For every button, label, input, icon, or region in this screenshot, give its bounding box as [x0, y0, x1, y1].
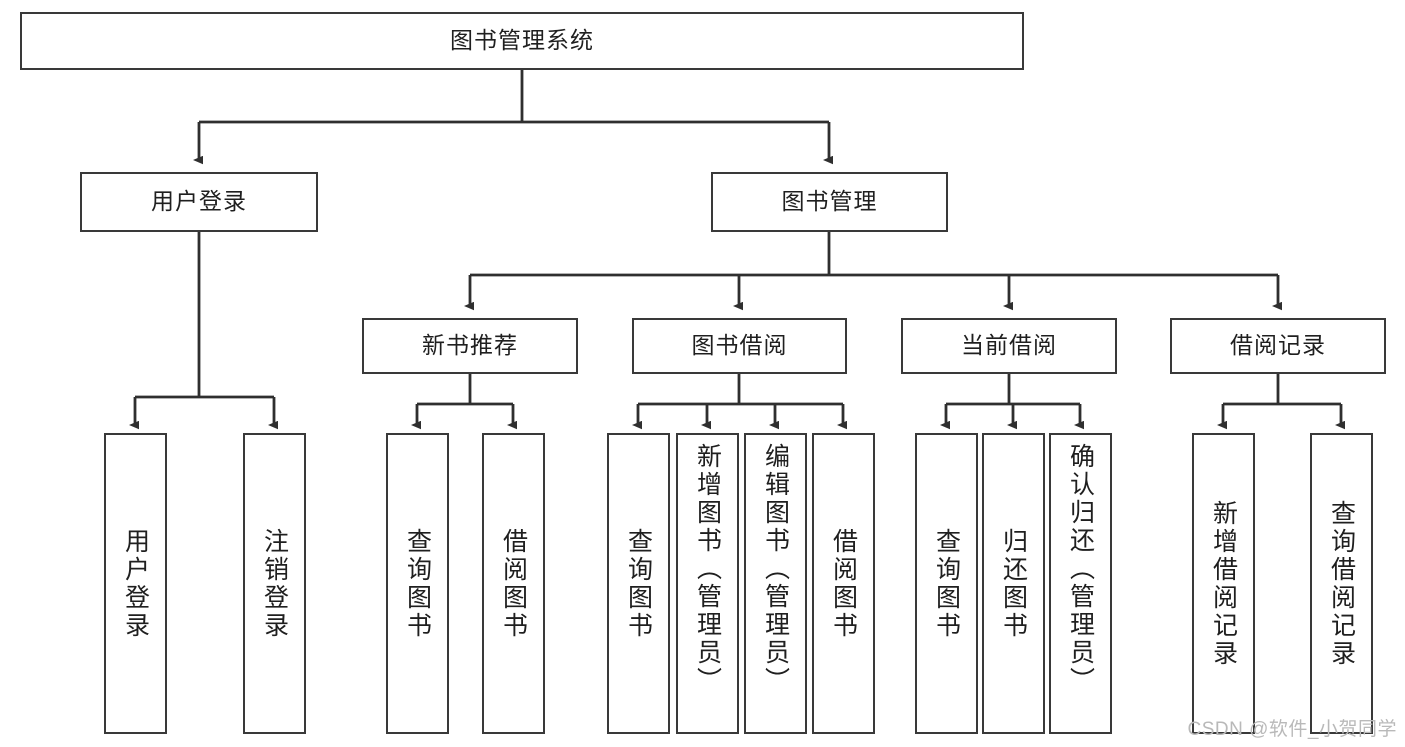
leaf-borrow-query-book[interactable]: 查询图书: [607, 433, 670, 734]
node-label: 确认归还（管理员）: [1066, 443, 1095, 695]
node-current-borrow[interactable]: 当前借阅: [901, 318, 1117, 374]
node-label: 编辑图书（管理员）: [761, 443, 790, 695]
node-user-login[interactable]: 用户登录: [80, 172, 318, 232]
leaf-borrow-edit-book-admin[interactable]: 编辑图书（管理员）: [744, 433, 807, 734]
leaf-user-login-logout[interactable]: 注销登录: [243, 433, 306, 734]
node-label: 借阅图书: [499, 527, 528, 640]
node-borrow-records[interactable]: 借阅记录: [1170, 318, 1386, 374]
node-label: 新书推荐: [422, 332, 518, 359]
leaf-recommend-query-book[interactable]: 查询图书: [386, 433, 449, 734]
leaf-recommend-borrow-book[interactable]: 借阅图书: [482, 433, 545, 734]
node-label: 用户登录: [151, 188, 247, 215]
node-label: 图书管理系统: [450, 27, 594, 54]
node-label: 用户登录: [121, 527, 150, 640]
node-label: 当前借阅: [961, 332, 1057, 359]
node-label: 图书借阅: [691, 332, 788, 359]
node-label: 新增借阅记录: [1209, 499, 1238, 668]
node-new-book-recommend[interactable]: 新书推荐: [362, 318, 578, 374]
node-label: 归还图书: [999, 527, 1028, 640]
node-book-borrow[interactable]: 图书借阅: [632, 318, 847, 374]
node-label: 图书管理: [781, 188, 878, 215]
leaf-borrow-add-book-admin[interactable]: 新增图书（管理员）: [676, 433, 739, 734]
leaf-user-login-login[interactable]: 用户登录: [104, 433, 167, 734]
node-label: 新增图书（管理员）: [693, 443, 722, 695]
leaf-current-return-book[interactable]: 归还图书: [982, 433, 1045, 734]
node-label: 查询图书: [403, 527, 432, 640]
leaf-current-confirm-return-admin[interactable]: 确认归还（管理员）: [1049, 433, 1112, 734]
leaf-records-add-record[interactable]: 新增借阅记录: [1192, 433, 1255, 734]
leaf-records-query-record[interactable]: 查询借阅记录: [1310, 433, 1373, 734]
node-label: 注销登录: [260, 527, 289, 640]
leaf-borrow-borrow-book[interactable]: 借阅图书: [812, 433, 875, 734]
node-label: 借阅图书: [829, 527, 858, 640]
node-root-system[interactable]: 图书管理系统: [20, 12, 1024, 70]
leaf-current-query-book[interactable]: 查询图书: [915, 433, 978, 734]
node-label: 借阅记录: [1230, 332, 1326, 359]
node-book-management[interactable]: 图书管理: [711, 172, 948, 232]
node-label: 查询图书: [624, 527, 653, 640]
node-label: 查询图书: [932, 527, 961, 640]
node-label: 查询借阅记录: [1327, 499, 1356, 668]
